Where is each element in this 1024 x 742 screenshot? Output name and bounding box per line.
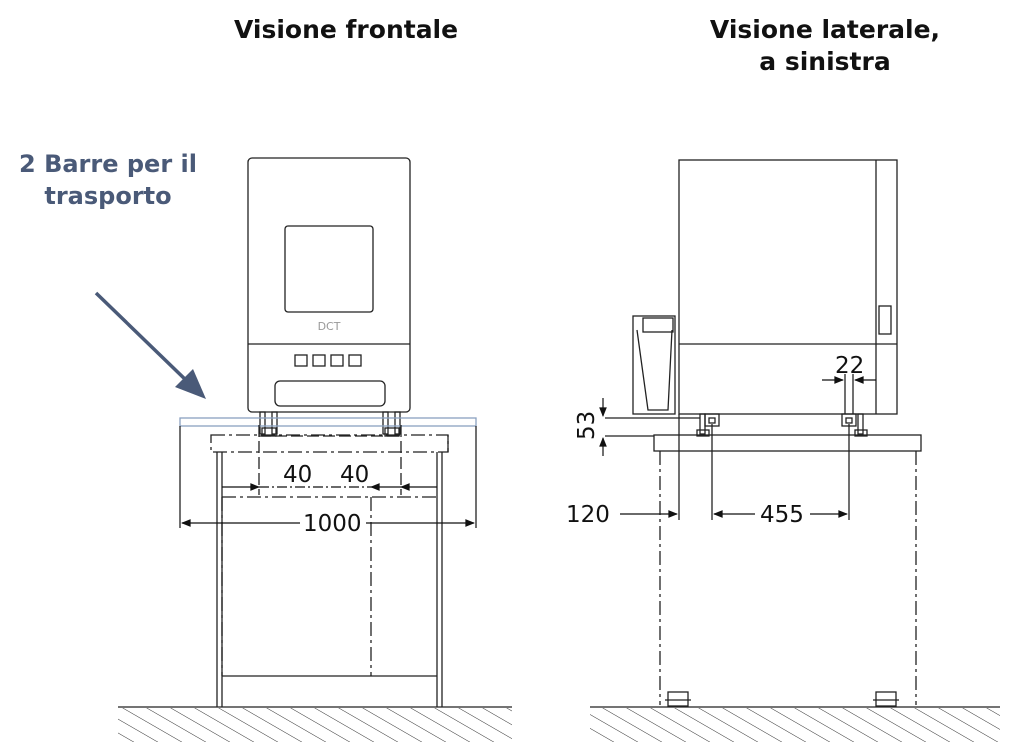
side-view-title-line1: Visione laterale,	[709, 15, 941, 44]
side-view-title: Visione laterale, a sinistra	[700, 14, 950, 78]
transport-bars-callout: 2 Barre per il trasporto	[8, 148, 208, 212]
front-floor-hatch	[118, 708, 512, 742]
side-view	[590, 159, 1000, 742]
dim-side-height: 53	[574, 411, 600, 440]
dim-side-overhang: 120	[566, 502, 610, 528]
front-view-title: Visione frontale	[234, 15, 459, 44]
front-dimensions	[181, 483, 475, 527]
dim-side-foot-width: 22	[835, 353, 864, 379]
callout-arrow	[94, 291, 206, 399]
dim-side-foot-spacing: 455	[760, 502, 804, 528]
side-water-container	[632, 315, 676, 415]
side-view-title-line2: a sinistra	[759, 47, 891, 76]
dim-front-offset-right: 40	[340, 462, 369, 488]
front-drawer	[274, 380, 386, 407]
front-stand	[210, 434, 449, 707]
transport-bar	[179, 417, 477, 427]
front-window	[284, 225, 374, 313]
dim-front-offset-left: 40	[283, 462, 312, 488]
side-handle	[878, 305, 892, 335]
front-view: DCT	[118, 157, 512, 742]
side-machine-body	[678, 159, 898, 415]
callout-line2: trasporto	[44, 182, 172, 210]
front-machine-body	[247, 157, 411, 413]
callout-line1: 2 Barre per il	[19, 150, 197, 178]
front-logo: DCT	[318, 320, 341, 333]
side-floor-hatch	[590, 708, 1000, 742]
side-dimensions	[599, 376, 876, 518]
front-buttons	[294, 354, 362, 367]
dim-front-total-width: 1000	[303, 511, 362, 537]
